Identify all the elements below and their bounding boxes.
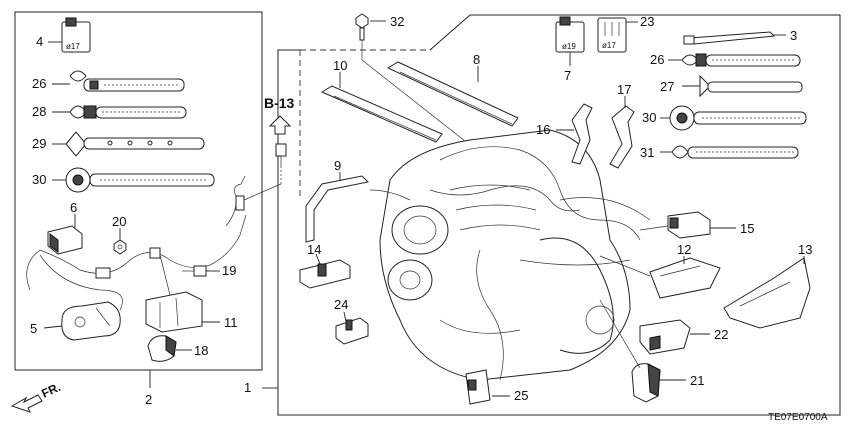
- part-21-cover: [631, 363, 661, 403]
- callout-12: 12: [677, 242, 691, 257]
- part-11-bracket: [145, 291, 203, 333]
- part-26-cable-tie-right: [681, 53, 801, 67]
- callout-24: 24: [334, 297, 348, 312]
- callout-16: 16: [536, 122, 550, 137]
- callout-28: 28: [32, 104, 46, 119]
- callout-32: 32: [390, 14, 404, 29]
- part-25-holder: [465, 369, 491, 405]
- clip-size-p4: ø17: [66, 42, 80, 51]
- callout-26-right: 26: [650, 52, 664, 67]
- callout-5: 5: [30, 321, 37, 336]
- harness-lead-21: [599, 299, 641, 369]
- callout-17: 17: [617, 82, 631, 97]
- part-26-cable-tie-left: [69, 70, 185, 92]
- part-30-cable-tie-right: [669, 105, 807, 131]
- part-9-bracket: [305, 175, 370, 243]
- reference-up-arrow: [268, 115, 292, 135]
- leader-14: [315, 253, 321, 265]
- part-22-cover: [639, 319, 691, 355]
- part-13-cover: [723, 257, 811, 329]
- part-3-tie: [683, 31, 776, 45]
- part-15-connector: [667, 211, 711, 239]
- callout-27: 27: [660, 79, 674, 94]
- callout-25: 25: [514, 388, 528, 403]
- reference-b13-label: B-13: [264, 95, 295, 111]
- part-24-holder: [335, 317, 369, 345]
- callout-14: 14: [307, 242, 321, 257]
- part-4-clip: ø17: [61, 17, 91, 53]
- callout-26-left: 26: [32, 76, 46, 91]
- part-28-cable-tie: [69, 105, 187, 119]
- callout-4: 4: [36, 34, 43, 49]
- part-20-nut: [113, 239, 127, 255]
- part-7-clip: ø19: [555, 16, 585, 53]
- sub-assembly-frame: [14, 11, 263, 371]
- callout-23: 23: [640, 14, 654, 29]
- clip-size-p23: ø17: [602, 41, 616, 50]
- reference-connector: [275, 143, 287, 166]
- main-frame-top-right: [277, 14, 841, 416]
- part-14-holder: [299, 259, 351, 289]
- part-8-rail: [386, 61, 519, 127]
- callout-15: 15: [740, 221, 754, 236]
- main-harness: [369, 146, 651, 381]
- callout-6: 6: [70, 200, 77, 215]
- part-12-bracket: [649, 257, 721, 299]
- diagram-code: TE07E0700A: [768, 412, 828, 423]
- main-assembly-frame: [277, 49, 300, 388]
- part-32-bolt: [355, 13, 369, 41]
- callout-18: 18: [194, 343, 208, 358]
- part-19-bolt: [182, 265, 207, 277]
- front-direction-label: FR.: [39, 380, 62, 401]
- harness-lead-15: [639, 225, 669, 231]
- front-direction-arrow: FR.: [10, 380, 63, 413]
- part-23-clip: ø17: [597, 17, 627, 53]
- harness-lead-12: [599, 255, 651, 277]
- callout-1: 1: [244, 380, 251, 395]
- leader-24: [343, 311, 347, 323]
- callout-21: 21: [690, 373, 704, 388]
- part-18-cap: [147, 335, 177, 362]
- part-30-cable-tie-left: [65, 167, 215, 193]
- callout-3: 3: [790, 28, 797, 43]
- callout-7: 7: [564, 68, 571, 83]
- part-16-bracket: [571, 103, 593, 165]
- callout-20: 20: [112, 214, 126, 229]
- callout-10: 10: [333, 58, 347, 73]
- part-29-cable-tie: [65, 131, 205, 157]
- callout-13: 13: [798, 242, 812, 257]
- leader-5: [43, 325, 63, 329]
- callout-11: 11: [224, 315, 238, 330]
- sub-harness: [26, 175, 247, 311]
- part-10-rail: [320, 85, 443, 143]
- callout-19: 19: [222, 263, 236, 278]
- callout-29: 29: [32, 136, 46, 151]
- callout-9: 9: [334, 158, 341, 173]
- part-27-clip: [699, 74, 803, 98]
- callout-30-left: 30: [32, 172, 46, 187]
- clip-size-p7: ø19: [562, 42, 576, 51]
- callout-8: 8: [473, 52, 480, 67]
- callout-30-right: 30: [642, 110, 656, 125]
- part-5-cover: [61, 301, 121, 341]
- callout-2: 2: [145, 392, 152, 407]
- part-31-clip: [671, 145, 799, 159]
- engine-assembly: [379, 129, 631, 381]
- part-17-bracket: [609, 105, 635, 169]
- callout-22: 22: [714, 327, 728, 342]
- part-6-cover: [47, 225, 83, 255]
- callout-31: 31: [640, 145, 654, 160]
